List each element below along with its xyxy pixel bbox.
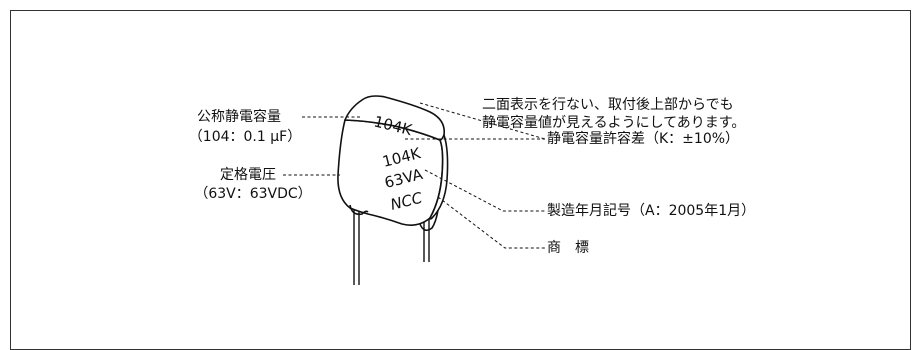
voltage-value: （63V：63VDC）: [194, 186, 312, 202]
trademark-label: 商 標: [547, 240, 589, 256]
capacitance-label: 公称静電容量: [197, 109, 281, 125]
date-code-label: 製造年月記号（A：2005年1月）: [547, 203, 756, 219]
leader-trademark: [437, 196, 545, 249]
capacitor-foot-right: [419, 209, 439, 232]
note-line-1: 二面表示を行ない、取付後上部からでも: [482, 97, 734, 113]
capacitor-top-face: [344, 95, 446, 141]
tolerance-label: 静電容量許容差（K：±10%）: [547, 131, 740, 147]
note-line-2: 静電容量値が見えるようにしてあります。: [482, 115, 746, 131]
capacitance-value: （104：0.1 μF）: [188, 129, 302, 145]
leader-datecode: [424, 169, 545, 212]
leader-lines: [283, 102, 546, 249]
capacitor-foot-left: [349, 204, 369, 216]
capacitor-side-face: [429, 134, 449, 220]
capacitor-diagram: 104K 104K 63VA NCC: [283, 95, 546, 285]
capacitor-body: [337, 95, 449, 232]
voltage-label: 定格電圧: [220, 167, 276, 183]
